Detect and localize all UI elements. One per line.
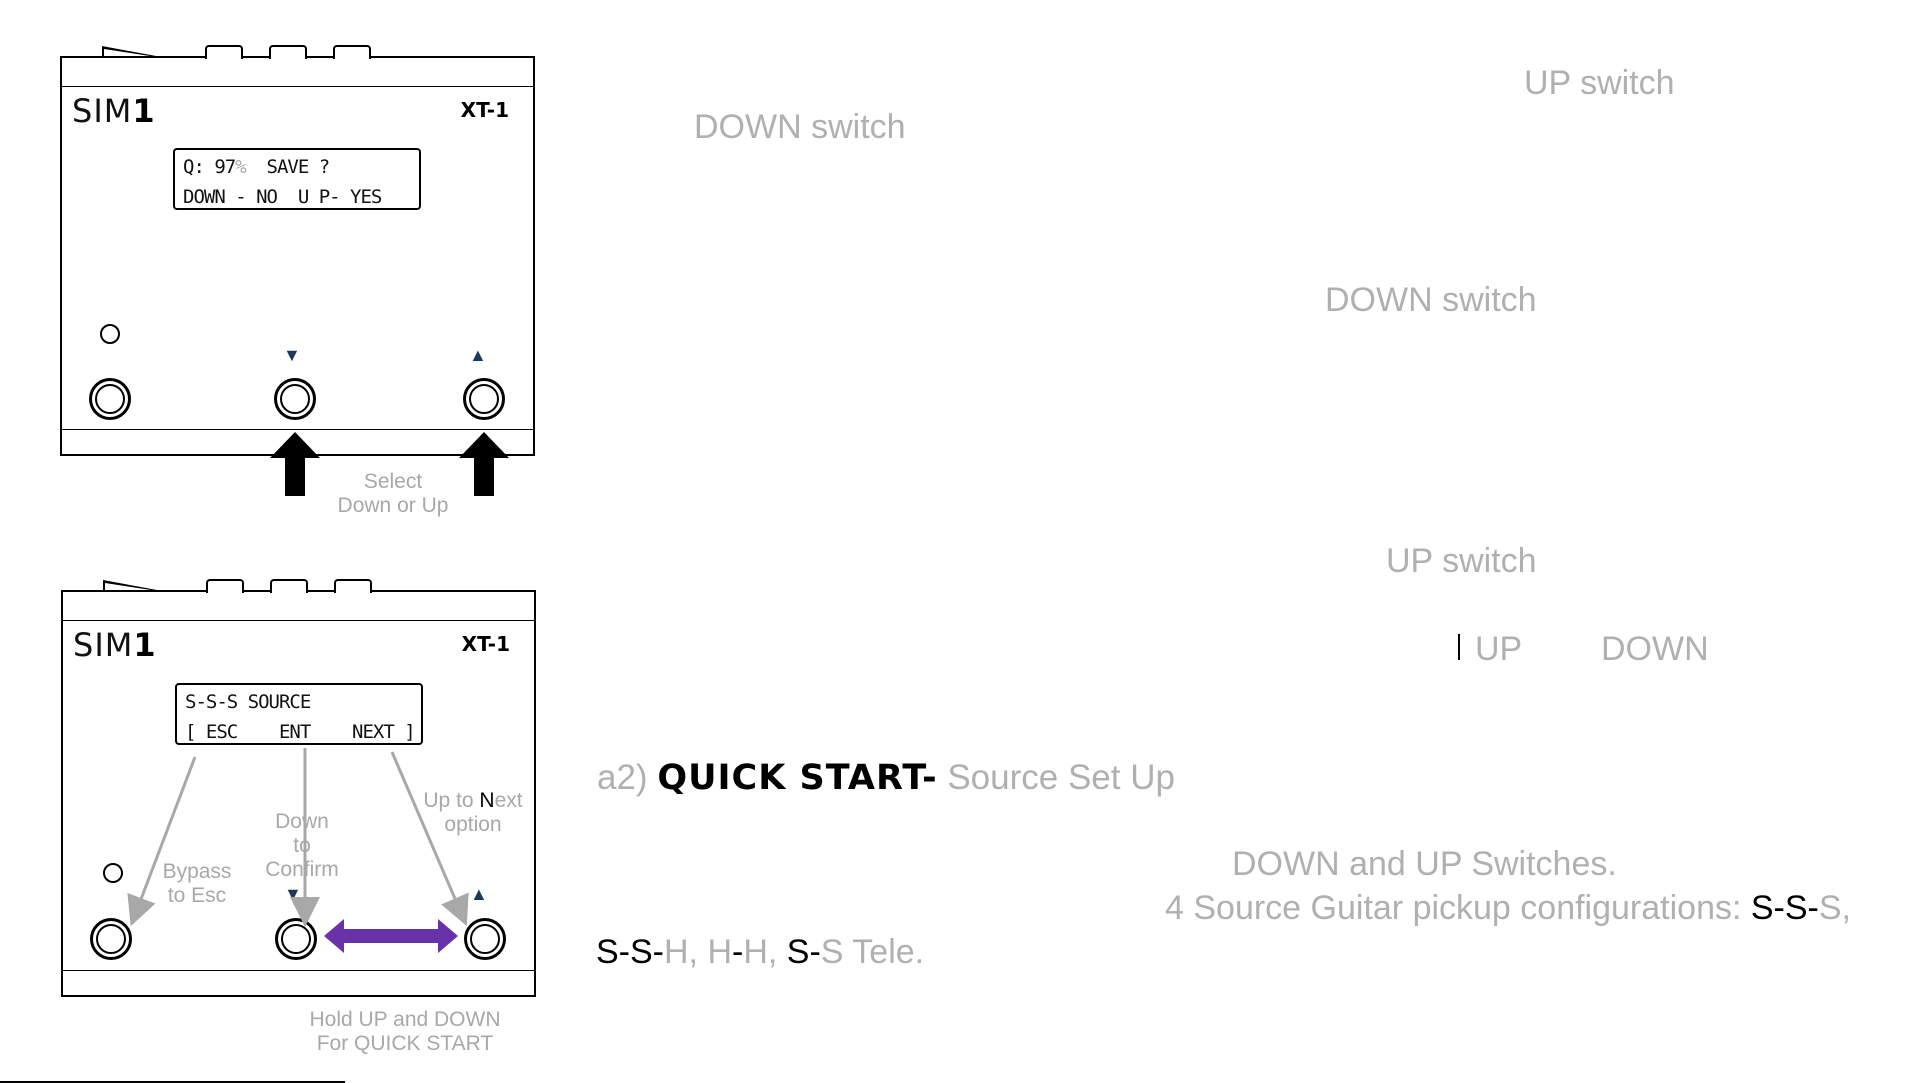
model-name: XT-1 bbox=[460, 98, 509, 122]
up-next-label: Up to Next option bbox=[423, 789, 523, 836]
jack-icon bbox=[333, 45, 371, 59]
up-triangle-icon: ▲ bbox=[469, 345, 487, 365]
down-switch-label: DOWN switch bbox=[694, 108, 906, 146]
status-led bbox=[100, 324, 120, 344]
select-caption: Select Down or Up bbox=[337, 470, 449, 517]
up-footswitch[interactable] bbox=[463, 378, 505, 420]
configs-line-1: 4 Source Guitar pickup configurations: S… bbox=[1165, 889, 1851, 927]
up-triangle-icon: ▲ bbox=[470, 884, 488, 904]
up-switch-label: UP switch bbox=[1524, 64, 1675, 102]
down-footswitch[interactable] bbox=[274, 378, 316, 420]
bypass-footswitch[interactable] bbox=[90, 918, 132, 960]
up-label: UP bbox=[1475, 630, 1523, 668]
device-top: SIM1 XT-1 Q: 97% SAVE ? DOWN - NO U P- Y… bbox=[60, 45, 535, 456]
logo: SIM1 bbox=[72, 92, 156, 130]
down-switch-label: DOWN switch bbox=[1325, 281, 1537, 319]
device-bottom: SIM1 XT-1 S-S-S SOURCE [ ESC ENT NEXT ] … bbox=[61, 579, 536, 997]
model-name: XT-1 bbox=[461, 632, 510, 656]
lcd-display: Q: 97% SAVE ? DOWN - NO U P- YES bbox=[173, 148, 421, 210]
configs-line-2: S-S-H, H-H, S-S Tele. bbox=[596, 933, 925, 971]
down-up-switches-label: DOWN and UP Switches. bbox=[1232, 845, 1617, 883]
quick-start-caption: Hold UP and DOWN For QUICK START bbox=[309, 1008, 501, 1055]
bypass-label: Bypass to Esc bbox=[162, 860, 232, 907]
down-triangle-icon: ▼ bbox=[283, 345, 301, 365]
section-heading: a2) QUICK START- Source Set Up bbox=[597, 758, 1175, 798]
up-arrow-icon bbox=[459, 432, 509, 496]
jack-icon bbox=[205, 45, 243, 59]
down-label: DOWN bbox=[1601, 630, 1709, 668]
jack-icon bbox=[334, 579, 372, 593]
up-arrow-icon bbox=[270, 432, 320, 496]
bypass-footswitch[interactable] bbox=[89, 378, 131, 420]
jack-icon bbox=[206, 579, 244, 593]
lcd-display: S-S-S SOURCE [ ESC ENT NEXT ] bbox=[175, 683, 423, 745]
text-cursor bbox=[1458, 634, 1460, 660]
down-confirm-label: Down to Confirm bbox=[265, 810, 339, 881]
logo: SIM1 bbox=[73, 626, 157, 664]
status-led bbox=[103, 863, 123, 883]
up-footswitch[interactable] bbox=[464, 918, 506, 960]
jack-icon bbox=[269, 45, 307, 59]
double-arrow-icon bbox=[324, 919, 458, 953]
up-switch-label: UP switch bbox=[1386, 542, 1537, 580]
jack-icon bbox=[270, 579, 308, 593]
